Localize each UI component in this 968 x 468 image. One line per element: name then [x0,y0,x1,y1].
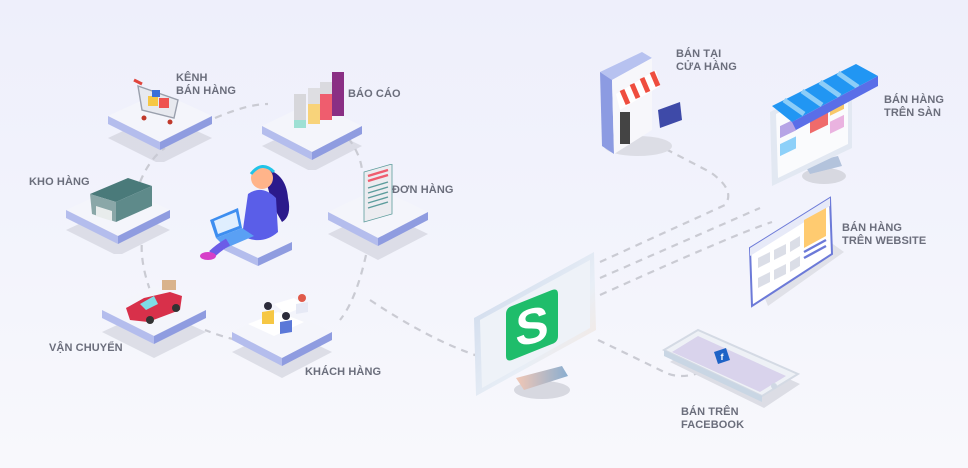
logo-monitor-icon: S [474,252,596,399]
logo-s-glyph: S [515,294,548,357]
kho-hang-node [64,170,174,254]
customers-platform-icon [232,294,332,378]
storefront-icon [600,52,682,156]
delivery-truck-platform-icon [102,280,206,358]
marketplace-monitor-icon [770,64,878,186]
website-page-node [748,196,848,314]
label-don-hang: ĐƠN HÀNG [392,184,454,196]
label-kho-hang: KHO HÀNG [29,176,90,188]
shopping-cart-platform-icon [108,78,212,162]
don-hang-node [326,164,436,264]
kenh-ban-hang-node [104,72,218,162]
label-ban-hang-tren-website: BÁN HÀNG TRÊN WEBSITE [842,222,927,247]
label-ban-hang-tren-san: BÁN HÀNG TRÊN SÀN [884,94,945,119]
label-ban-tren-facebook: BÁN TRÊN FACEBOOK [681,406,745,431]
phone-facebook-node: f [662,322,802,412]
order-document-platform-icon [328,164,428,260]
storefront-node [598,50,690,160]
label-ban-tai-cua-hang: BÁN TẠI CỬA HÀNG [676,48,737,73]
facebook-f-glyph: f [721,352,725,362]
website-page-icon [748,196,844,308]
person-with-laptop-node [196,158,306,270]
van-chuyen-node [100,276,210,360]
hub-monitor-node: S [472,250,602,410]
warehouse-platform-icon [66,178,170,254]
label-van-chuyen: VẬN CHUYỂN [49,342,123,354]
khach-hang-node [228,292,338,378]
label-khach-hang: KHÁCH HÀNG [305,366,382,378]
label-kenh-ban-hang: KÊNH BÁN HÀNG [176,72,237,97]
person-laptop-icon [200,165,292,266]
marketplace-monitor-node [768,52,888,192]
label-bao-cao: BÁO CÁO [348,88,401,100]
phone-facebook-icon: f [662,328,801,408]
bao-cao-node [258,70,368,170]
bar-chart-platform-icon [262,72,362,170]
